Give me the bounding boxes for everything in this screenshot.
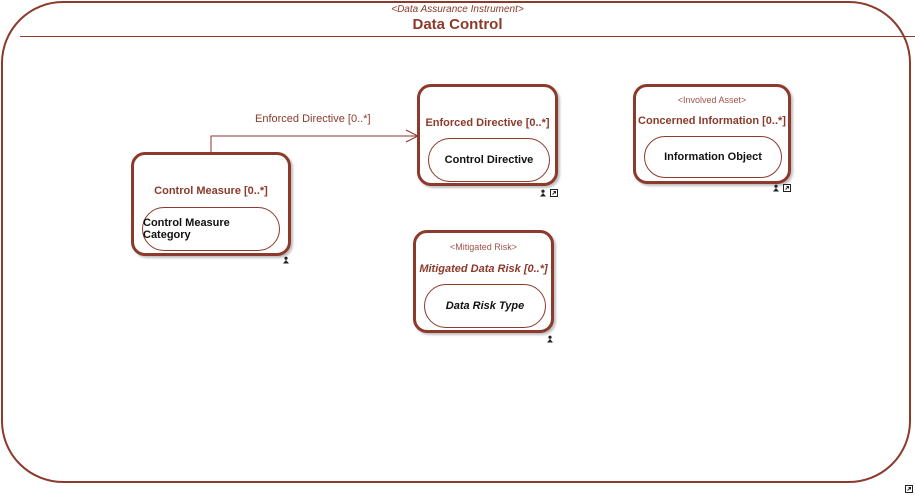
person-icon [773,184,779,192]
type-box[interactable]: Control Directive [428,138,550,182]
part-enforced-directive[interactable]: Enforced Directive [0..*] Control Direct… [417,84,558,186]
link-icon[interactable] [905,485,913,493]
diagram-frame[interactable] [1,1,911,483]
person-icon [283,256,289,264]
link-icon[interactable] [550,189,558,197]
part-concerned-information[interactable]: <Involved Asset> Concerned Information [… [633,84,791,184]
frame-divider [20,36,915,37]
frame-stereotype: <Data Assurance Instrument> [391,4,524,15]
part-mitigated-data-risk[interactable]: <Mitigated Risk> Mitigated Data Risk [0.… [413,230,554,333]
type-box[interactable]: Information Object [644,136,782,178]
person-icon [547,335,553,343]
part-stereotype: <Involved Asset> [677,95,747,105]
connector-line[interactable] [210,135,418,152]
part-name: Control Measure [0..*] [154,185,268,197]
part-name: Mitigated Data Risk [0..*] [419,263,548,275]
frame-title: Data Control [412,16,503,33]
part-name: Enforced Directive [0..*] [425,117,550,129]
part-name: Concerned Information [0..*] [638,115,786,127]
person-icon [540,189,546,197]
part-control-measure[interactable]: Control Measure [0..*] Control Measure C… [131,152,291,256]
type-box[interactable]: Data Risk Type [424,284,546,328]
type-box[interactable]: Control Measure Category [142,207,280,251]
part-stereotype: <Mitigated Risk> [449,242,518,252]
connector-label: Enforced Directive [0..*] [255,113,371,125]
link-icon[interactable] [783,184,791,192]
